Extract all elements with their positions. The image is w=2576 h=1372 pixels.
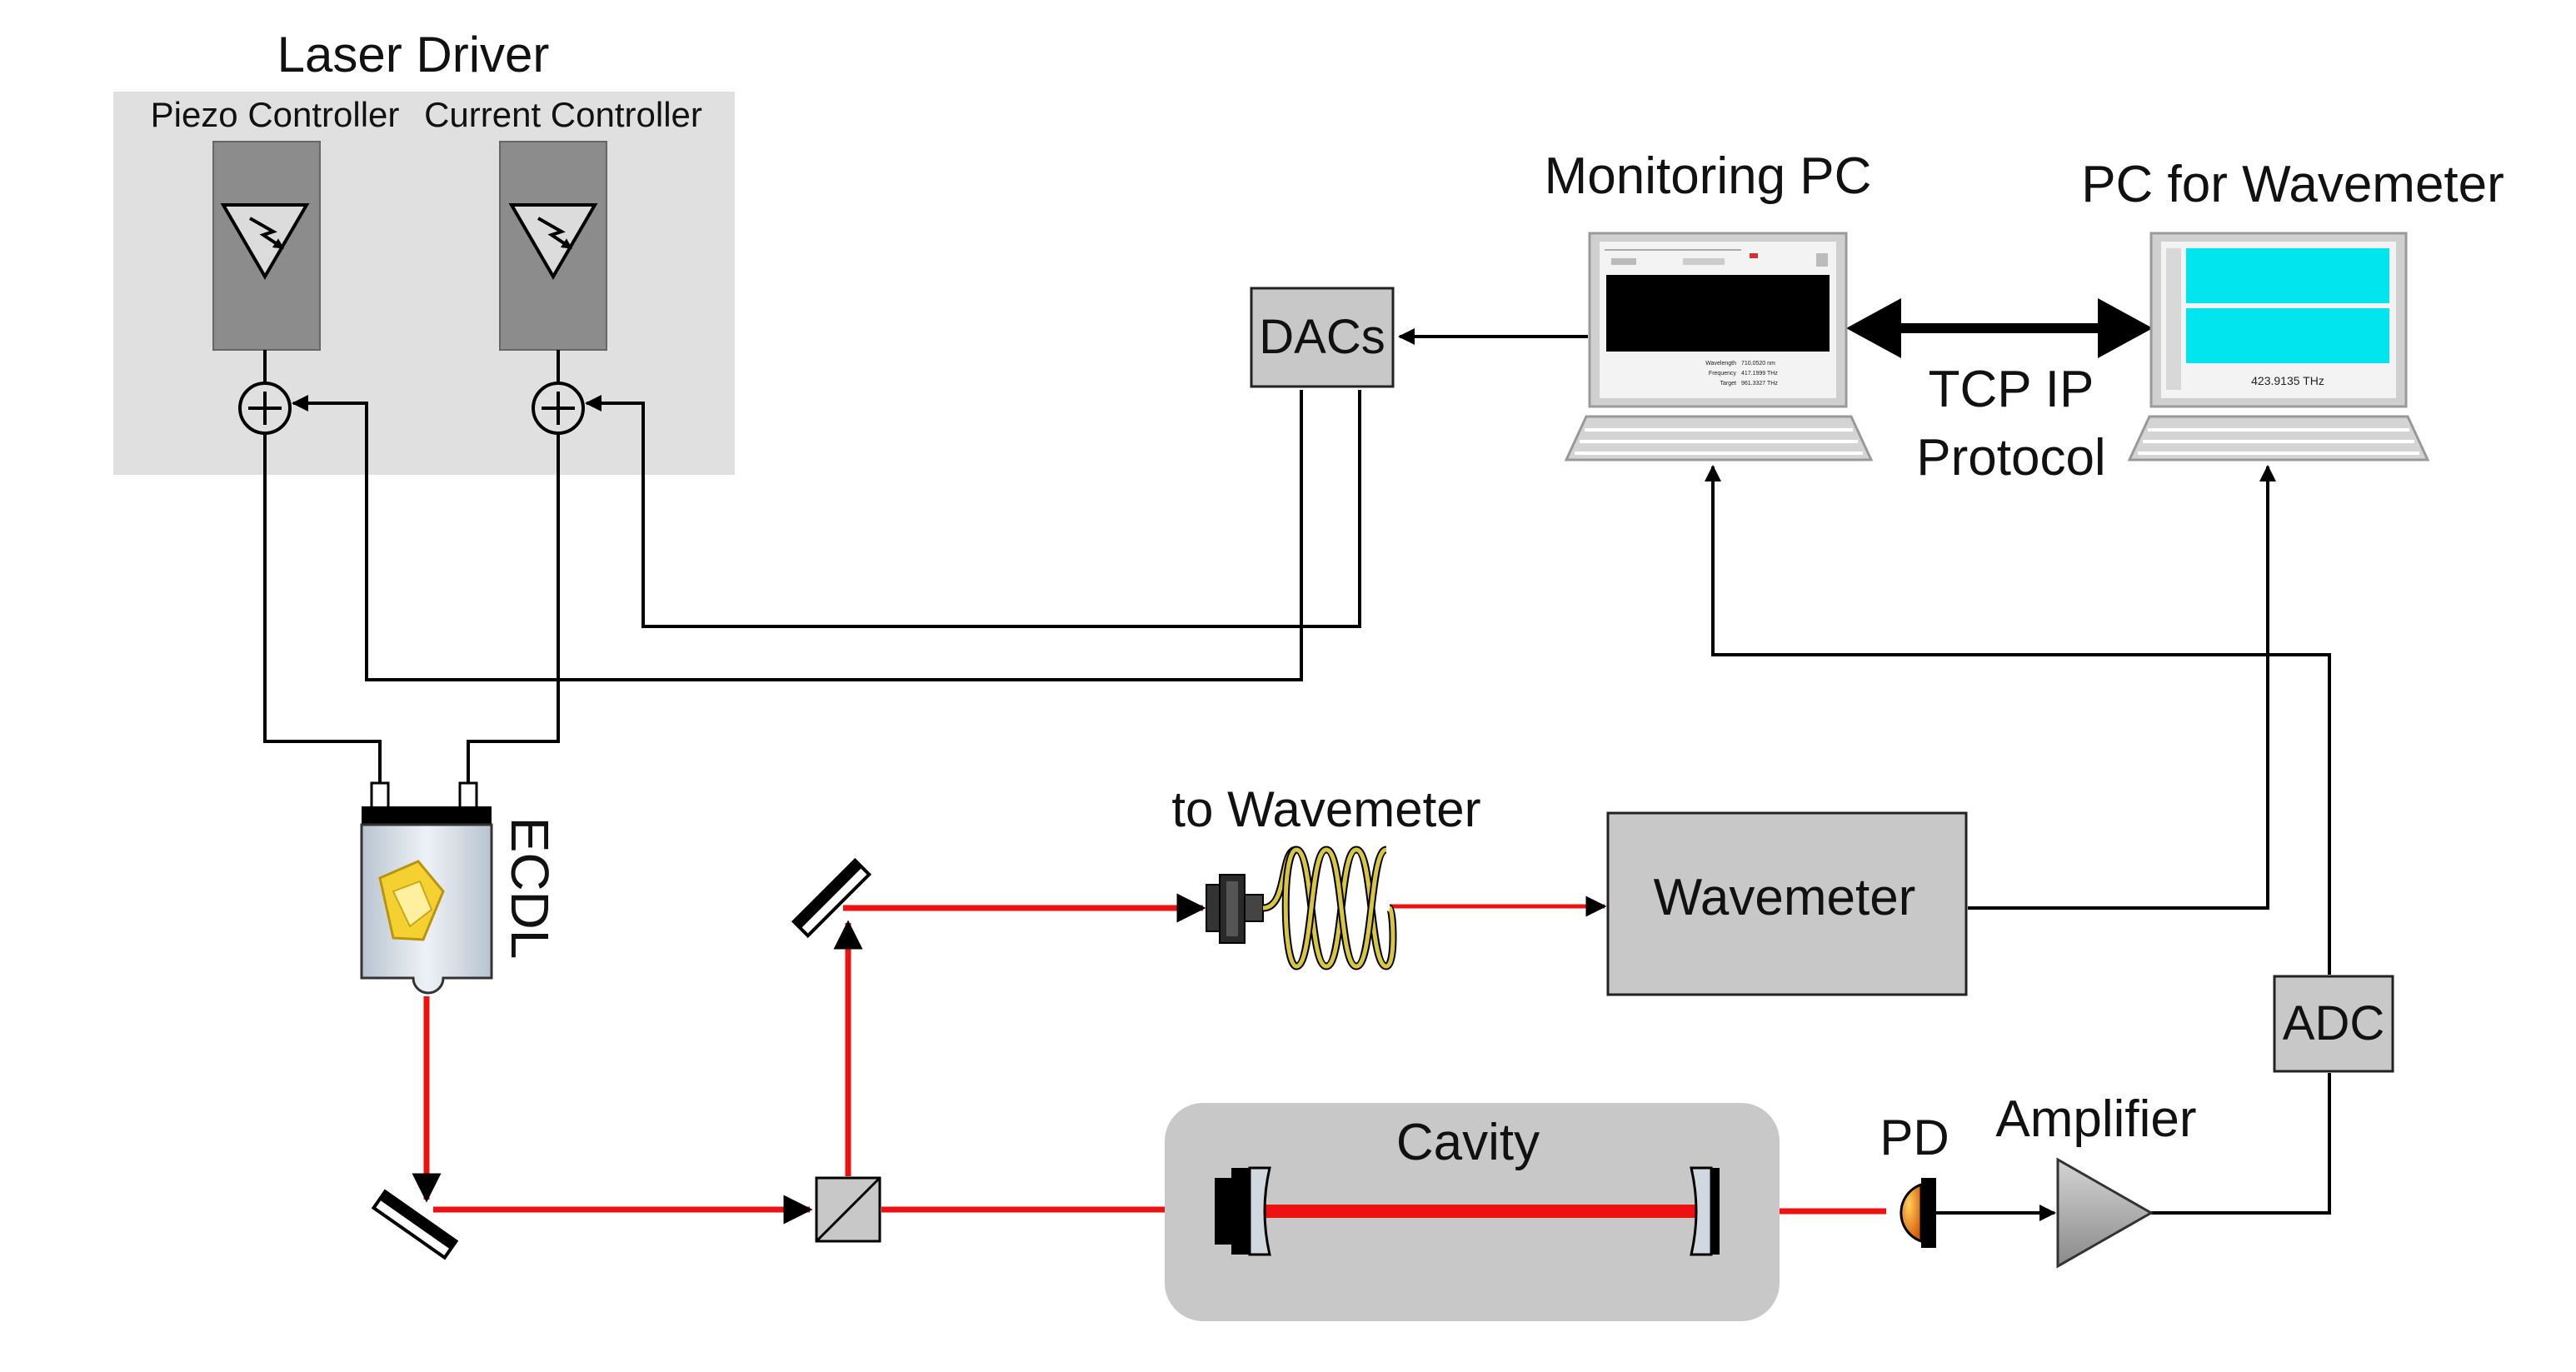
summing-junction-current [532,382,585,435]
wavemeter-label: Wavemeter [1654,869,1916,926]
dacs-box: DACs [1250,287,1395,388]
amplifier: Amplifier [1995,1090,2197,1269]
wavemeter-readout: 423.9135 THz [2251,374,2324,387]
readout-row-3-value: 961.3327 THz [1741,381,1778,387]
tcp-ip-link: TCP IP Protocol [1846,298,2153,486]
to-wavemeter-label: to Wavemeter [1171,781,1480,837]
readout-row-2-name: Frequency [1709,371,1737,377]
cavity-mirror-right [1690,1166,1720,1256]
photodiode: PD [1880,1110,1949,1248]
beamsplitter-icon [815,1176,881,1243]
cavity-label: Cavity [1396,1114,1540,1171]
monitoring-plot [1606,275,1830,352]
laser-driver: Laser Driver Piezo Controller Current Co… [113,27,735,475]
cavity-mirror-left [1215,1166,1271,1256]
readout-row-1-name: Wavelength [1705,361,1736,367]
adc-label: ADC [2283,996,2384,1050]
monitoring-pc-label: Monitoring PC [1545,147,1872,205]
optical-cavity: Cavity [1165,1103,1780,1321]
wavemeter-plot-top [2186,248,2389,303]
ecdl-label: ECDL [500,817,560,960]
grating-icon [378,860,445,941]
wavemeter-box: Wavemeter [1606,811,1968,996]
high-voltage-icon [220,203,310,280]
pc-for-wavemeter: PC for Wavemeter 423.9135 THz [2081,156,2504,461]
wavemeter-plot-bottom [2186,308,2389,363]
monitoring-pc: Monitoring PC Wavelength 710.0520 nm Fre… [1545,147,1874,461]
pd-label: PD [1880,1110,1949,1165]
electrical-wiring [263,328,2331,1221]
ecdl-laser: ECDL [360,781,560,995]
readout-row-2-value: 417.1999 THz [1741,371,1778,377]
mirror-icon [371,1189,459,1260]
mirror-icon [791,857,872,939]
adc-box: ADC [2273,975,2394,1073]
piezo-controller-label: Piezo Controller [151,95,400,134]
laptop-keyboard [2127,415,2430,461]
dacs-label: DACs [1259,310,1385,364]
readout-row-1-value: 710.0520 nm [1741,361,1775,367]
summing-junction-piezo [238,382,292,435]
pc-for-wavemeter-label: PC for Wavemeter [2081,156,2504,213]
tcp-ip-label: TCP IP [1929,361,2094,418]
amplifier-label: Amplifier [1995,1090,2196,1148]
laser-driver-title: Laser Driver [277,27,550,82]
readout-row-3-name: Target [1720,381,1737,387]
high-voltage-icon [508,203,598,280]
laser-beam-paths [412,893,1886,1225]
laptop-keyboard [1564,415,1874,461]
fiber-coil-icon [1262,846,1397,970]
protocol-label: Protocol [1916,429,2105,486]
fiber-coupler: to Wavemeter [1171,781,1481,970]
current-controller-label: Current Controller [424,95,702,134]
